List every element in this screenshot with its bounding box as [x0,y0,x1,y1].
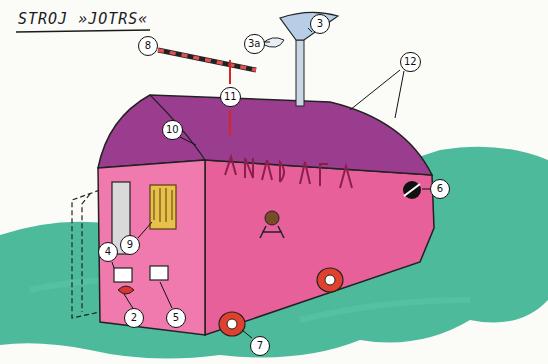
title-underline [16,30,150,32]
callout-number: 8 [138,36,158,56]
knob-mark [404,184,420,196]
callout-number: 12 [400,52,421,72]
title: STROJ »JOTRS« [18,10,148,28]
yellow-mechanism [150,185,176,229]
wheel [219,312,245,336]
pipe [296,40,304,106]
roof-edge [150,95,205,160]
striped-rod [158,50,256,70]
callout-number: 7 [250,336,270,356]
knob [403,181,421,199]
callout-number: 2 [124,308,144,328]
callout-number: 4 [98,242,118,262]
antenna [229,60,231,84]
funnel [280,12,338,40]
callout-number: 10 [162,120,183,140]
socket [150,266,168,280]
callout-number: 9 [120,235,140,255]
side-panel [205,160,434,335]
callout-number: 11 [220,87,241,107]
socket [114,268,132,282]
callout-number: 3a [244,34,265,54]
side-figure [260,211,284,238]
callout-number: 3 [310,14,330,34]
front-plug [118,286,134,294]
striped-rod-stripes [158,50,256,70]
antenna [229,110,231,135]
funnel-lid [262,38,284,47]
side-lettering [225,157,352,188]
front-panel [98,160,205,335]
wheel [317,268,343,292]
leader-lines [112,28,430,338]
roof [98,95,432,175]
callout-number: 5 [166,308,186,328]
ground [0,147,548,359]
callout-number: 6 [430,179,450,199]
door-outline [72,190,100,318]
